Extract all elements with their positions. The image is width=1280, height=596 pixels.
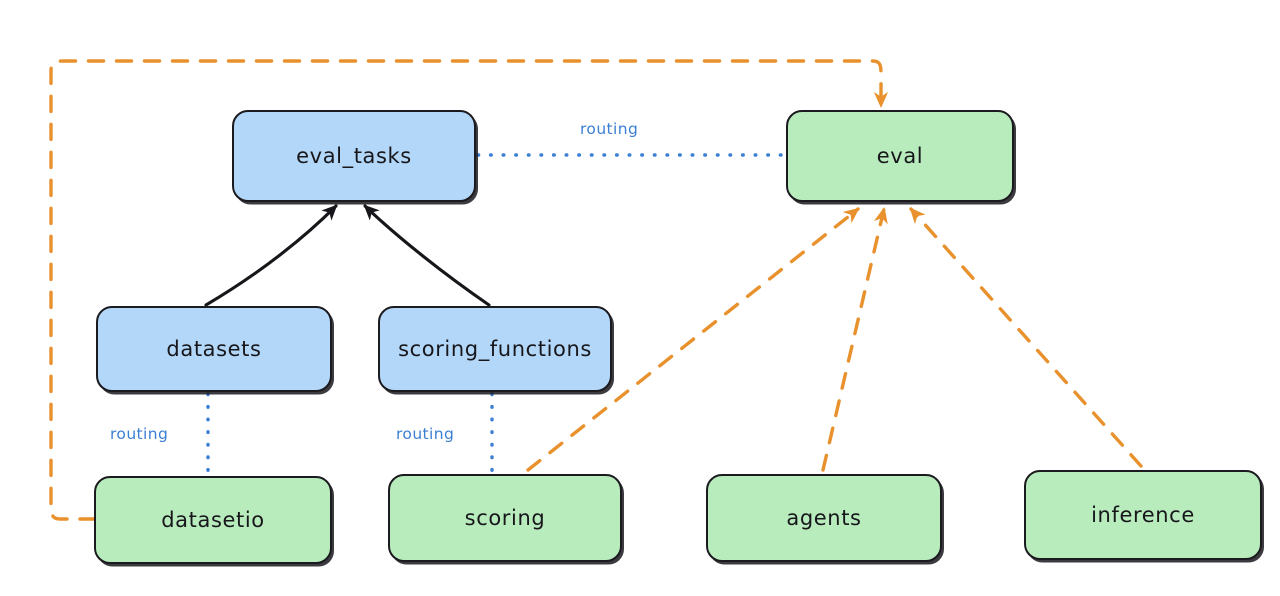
edge-label-routing-scoring-functions-scoring: routing <box>396 425 455 443</box>
node-scoring[interactable]: scoring <box>388 474 622 562</box>
node-label: scoring <box>464 506 546 530</box>
node-label: datasetio <box>161 508 265 532</box>
node-eval[interactable]: eval <box>786 110 1014 202</box>
node-agents[interactable]: agents <box>706 474 942 562</box>
edge-inference-to-eval-dependency <box>909 207 1143 468</box>
edge-label-routing-eval-tasks-eval: routing <box>580 120 639 138</box>
edge-agents-to-eval-dependency <box>821 207 888 472</box>
node-label: datasets <box>166 337 262 361</box>
node-label: scoring_functions <box>398 337 592 361</box>
node-datasetio[interactable]: datasetio <box>94 476 332 564</box>
node-label: eval <box>876 144 924 168</box>
node-datasets[interactable]: datasets <box>96 306 332 392</box>
node-label: agents <box>786 506 862 530</box>
node-label: inference <box>1091 503 1195 527</box>
node-scoring-functions[interactable]: scoring_functions <box>378 306 612 392</box>
node-inference[interactable]: inference <box>1024 470 1262 560</box>
edge-scoring-functions-to-eval-tasks <box>363 204 491 307</box>
node-label: eval_tasks <box>296 144 412 168</box>
edge-datasets-to-eval-tasks <box>204 204 338 307</box>
edge-label-routing-datasets-datasetio: routing <box>110 425 169 443</box>
node-eval-tasks[interactable]: eval_tasks <box>232 110 476 202</box>
